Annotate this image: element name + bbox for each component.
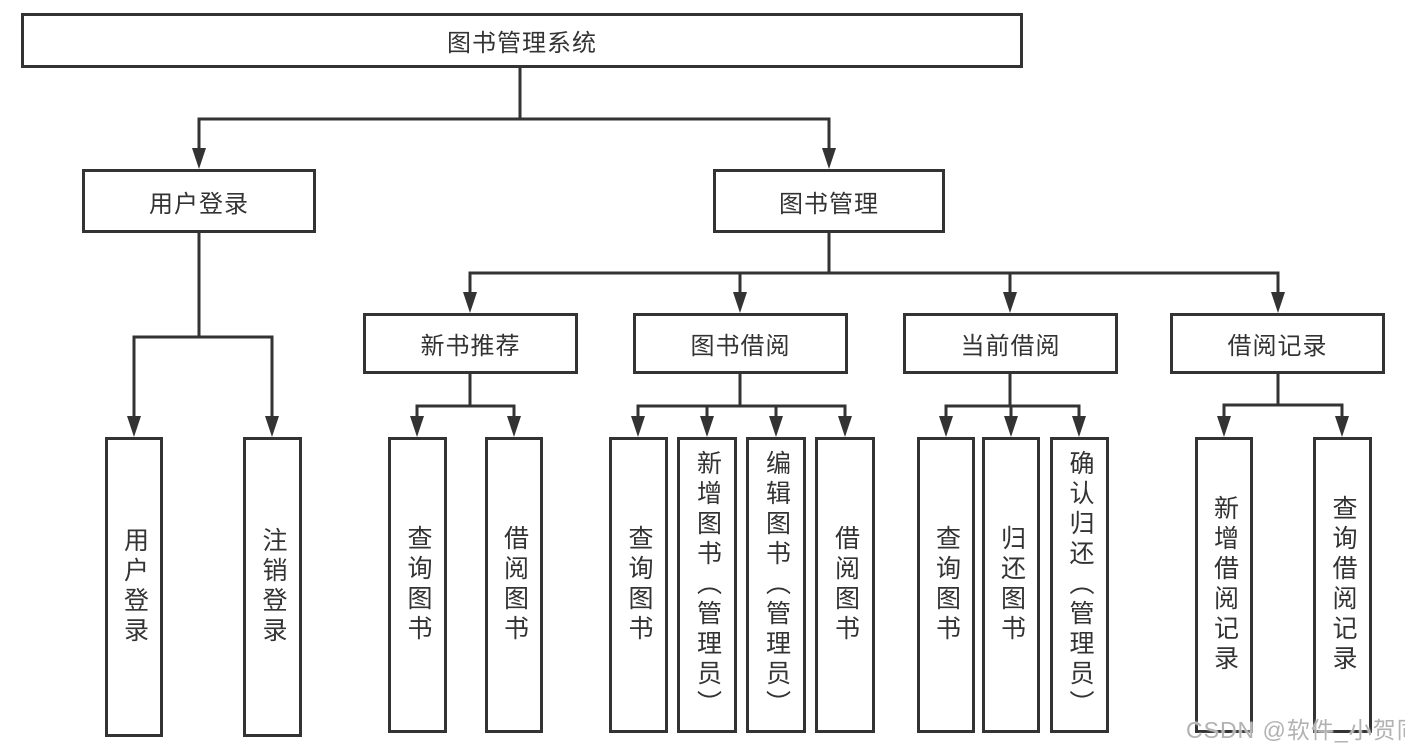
edge-newrec-to-leaves bbox=[415, 372, 516, 421]
leaf-bb-query-books: 查询图书 bbox=[609, 437, 668, 733]
arrowhead bbox=[700, 416, 714, 437]
node-label: 查询图书 bbox=[404, 525, 432, 645]
arrowhead bbox=[192, 148, 206, 169]
csdn-watermark: CSDN @软件_小贺同学 bbox=[1186, 717, 1405, 743]
node-label: 注销登录 bbox=[259, 527, 287, 647]
leaf-rec-borrow-books: 借阅图书 bbox=[485, 437, 543, 733]
arrowhead bbox=[1217, 416, 1231, 437]
node-label: 新书推荐 bbox=[420, 333, 521, 360]
node-label: 查询图书 bbox=[625, 525, 653, 645]
leaf-br-query-record: 查询借阅记录 bbox=[1313, 437, 1372, 733]
edge-borrowrecord-to-leaves bbox=[1222, 372, 1344, 421]
node-label: 新增图书（管理员） bbox=[693, 450, 722, 720]
leaf-cb-confirm-return-admin: 确认归还（管理员） bbox=[1050, 437, 1109, 733]
node-label: 编辑图书（管理员） bbox=[762, 450, 791, 720]
arrowhead bbox=[733, 292, 747, 313]
node-label: 新增借阅记录 bbox=[1210, 495, 1239, 675]
node-label: 用户登录 bbox=[120, 527, 149, 647]
arrowhead bbox=[127, 416, 141, 437]
arrowhead bbox=[507, 416, 521, 437]
leaf-cb-query-books: 查询图书 bbox=[917, 437, 975, 733]
arrowhead bbox=[1072, 416, 1086, 437]
leaf-bb-borrow-books: 借阅图书 bbox=[815, 437, 875, 733]
arrowhead bbox=[631, 416, 645, 437]
edge-bookmgmt-to-level3 bbox=[468, 231, 1280, 297]
edge-userlogin-to-leaves bbox=[132, 231, 274, 421]
node-label: 图书管理系统 bbox=[447, 30, 597, 57]
arrowhead bbox=[1335, 416, 1349, 437]
node-label: 归还图书 bbox=[997, 525, 1026, 645]
edge-root-to-level2 bbox=[197, 66, 831, 153]
arrowhead bbox=[838, 416, 852, 437]
node-borrowing-records: 借阅记录 bbox=[1170, 313, 1385, 374]
node-book-borrowing: 图书借阅 bbox=[633, 313, 848, 374]
arrowhead bbox=[769, 416, 783, 437]
arrowhead bbox=[410, 416, 424, 437]
leaf-bb-edit-books-admin: 编辑图书（管理员） bbox=[746, 437, 806, 733]
node-label: 查询图书 bbox=[932, 525, 961, 645]
leaf-cb-return-books: 归还图书 bbox=[982, 437, 1040, 733]
arrowhead bbox=[1004, 416, 1018, 437]
node-label: 借阅记录 bbox=[1227, 333, 1328, 360]
node-root-system: 图书管理系统 bbox=[21, 13, 1023, 68]
node-current-borrowing: 当前借阅 bbox=[903, 313, 1118, 374]
node-label: 当前借阅 bbox=[960, 333, 1061, 360]
arrowhead bbox=[1271, 292, 1285, 313]
node-label: 借阅图书 bbox=[500, 525, 529, 645]
arrowhead bbox=[1003, 292, 1017, 313]
arrowhead bbox=[265, 416, 279, 437]
leaf-br-add-record: 新增借阅记录 bbox=[1195, 437, 1253, 733]
arrowhead bbox=[463, 292, 477, 313]
node-user-login: 用户登录 bbox=[82, 169, 316, 233]
leaf-logout: 注销登录 bbox=[243, 437, 302, 737]
node-label: 图书管理 bbox=[779, 190, 879, 218]
arrowhead bbox=[939, 416, 953, 437]
leaf-bb-add-books-admin: 新增图书（管理员） bbox=[677, 437, 737, 733]
node-label: 借阅图书 bbox=[831, 525, 860, 645]
node-new-book-recommendation: 新书推荐 bbox=[363, 313, 578, 374]
arrowhead bbox=[822, 148, 836, 169]
leaf-rec-query-books: 查询图书 bbox=[388, 437, 447, 733]
edge-bookborrow-to-leaves bbox=[636, 372, 847, 421]
node-label: 确认归还（管理员） bbox=[1066, 450, 1094, 720]
node-label: 查询借阅记录 bbox=[1329, 495, 1357, 675]
node-label: 用户登录 bbox=[149, 190, 249, 218]
leaf-user-login: 用户登录 bbox=[105, 437, 163, 737]
node-book-management: 图书管理 bbox=[713, 169, 945, 233]
edge-currentborrow-to-leaves bbox=[944, 372, 1081, 421]
node-label: 图书借阅 bbox=[690, 333, 791, 360]
